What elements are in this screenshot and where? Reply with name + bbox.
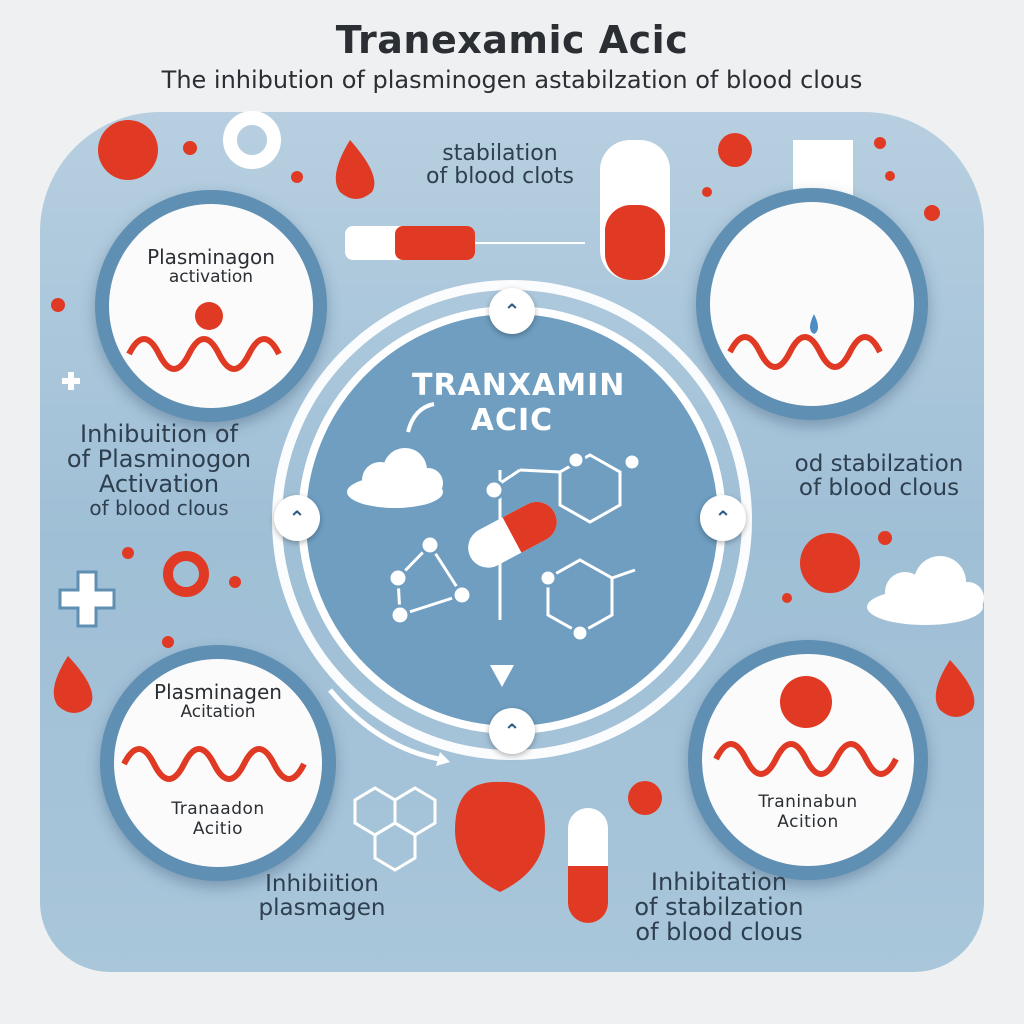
cloud-icon-center (347, 448, 443, 508)
center-title: TRANXAMIN ACIC (412, 368, 626, 438)
chevron-up-icon: ⌃ (489, 708, 535, 754)
cloud-icon-right (867, 556, 984, 625)
circle-bottom-left-line2: Acitation (180, 702, 256, 722)
chevron-up-icon: ⌃ (700, 495, 746, 541)
circle-bottom-left-line3: Tranaadon (171, 799, 265, 819)
label-bottom-right-line2: of stabilzation (634, 893, 804, 922)
wave-icon (727, 314, 883, 370)
page-subtitle: The inhibution of plasminogen astabilzat… (161, 66, 863, 94)
test-tube-icon (600, 140, 670, 280)
label-left: Inhibuition of of Plasminogon Activation… (34, 420, 284, 520)
wave-icon (121, 746, 307, 782)
down-arrow-head (490, 665, 514, 687)
plus-icon-small (62, 372, 80, 390)
circle-top-left-line1: Plasminagon (147, 245, 275, 269)
label-left-line4: of blood clous (89, 495, 229, 520)
curve-arrow-left (328, 688, 446, 763)
chevron-up-icon: ⌃ (489, 288, 535, 334)
syringe-icon (345, 226, 585, 260)
capsule-icon-bottom (568, 808, 608, 923)
label-right-line1: od stabilzation (794, 451, 964, 477)
circle-top-left-line2: activation (168, 267, 254, 287)
blood-drop-icon (935, 660, 975, 717)
circle-bottom-left-line4: Acitio (192, 819, 244, 839)
label-right-line2: of blood clous (798, 475, 960, 502)
label-bottom-right: Inhibitation of stabilzation of blood cl… (604, 868, 834, 947)
molecule-atoms (387, 450, 642, 643)
label-top: stabilation of blood clots (390, 142, 610, 188)
heart-icon (455, 781, 545, 892)
blood-drop-icon (53, 656, 93, 713)
label-top-line2: of blood clots (426, 164, 574, 190)
label-left-line3: Activation (98, 470, 220, 499)
curve-arrow-left-head (436, 752, 450, 766)
hexagon-outline-icon (353, 786, 437, 872)
circle-bottom-right-line2: Acition (777, 812, 839, 832)
small-curve-arrow (406, 402, 435, 433)
chevron-up-icon: ⌃ (274, 495, 320, 541)
pill-icon-center (468, 501, 557, 568)
label-left-line1: Inhibuition of (79, 420, 238, 448)
red-ring-icon (163, 551, 209, 597)
label-bottom-left-line1: Inhibiition (265, 871, 379, 897)
ring-icon (223, 111, 281, 169)
wave-icon (126, 302, 282, 372)
wave-icon (713, 676, 899, 777)
circle-bottom-left: Plasminagen Acitation Tranaadon Acitio (100, 645, 336, 881)
center-title-line1: TRANXAMIN (412, 368, 626, 403)
circle-bottom-left-line1: Plasminagen (154, 680, 282, 704)
label-bottom-right-line1: Inhibitation (650, 868, 788, 896)
plus-icon (58, 570, 116, 628)
page-title: Tranexamic Acic (335, 18, 689, 62)
label-top-line1: stabilation (442, 141, 558, 166)
circle-bottom-right-line1: Traninabun (758, 792, 858, 812)
label-bottom-left: Inhibiition plasmagen (222, 872, 422, 920)
blood-drop-icon (335, 140, 375, 199)
center-title-line2: ACIC (470, 403, 554, 438)
circle-bottom-right: Traninabun Acition (688, 640, 928, 880)
label-right: od stabilzation of blood clous (764, 452, 994, 500)
label-bottom-left-line2: plasmagen (258, 895, 386, 922)
label-bottom-right-line3: of blood clous (635, 918, 803, 947)
label-left-line2: of Plasminogon (66, 445, 252, 474)
circle-top-left: Plasminagon activation (95, 190, 327, 422)
circle-top-right (696, 188, 928, 420)
